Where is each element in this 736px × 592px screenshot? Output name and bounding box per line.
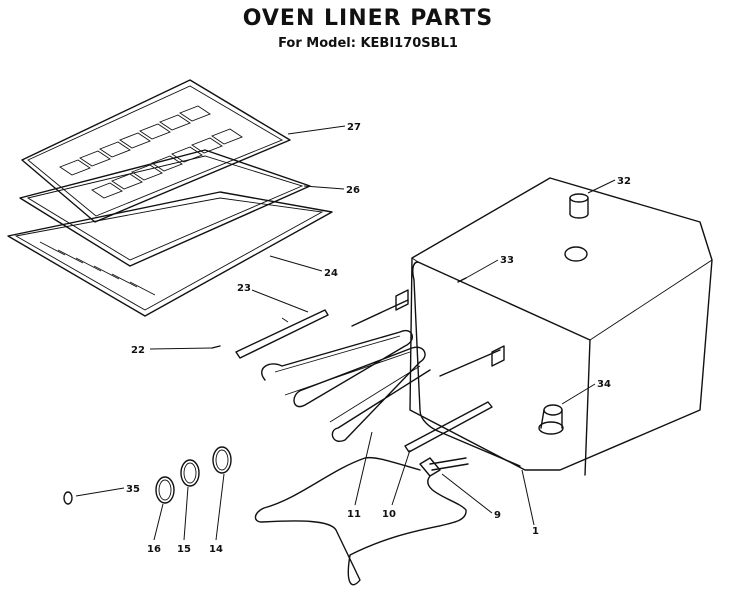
callout-33: 33 xyxy=(500,255,514,266)
callout-35: 35 xyxy=(126,484,140,495)
part-22-screw xyxy=(211,345,221,349)
callout-24: 24 xyxy=(324,268,338,279)
vent-hole xyxy=(564,246,588,262)
part-14-ring xyxy=(212,446,232,474)
callout-32: 32 xyxy=(617,176,631,187)
part-16-ring xyxy=(155,476,175,504)
part-35-grommet xyxy=(63,491,73,505)
part-23-bracket xyxy=(235,309,329,359)
part-33-clip xyxy=(457,277,467,283)
part-11-broil-element xyxy=(261,289,505,442)
callout-16: 16 xyxy=(147,544,161,555)
part-24-rack xyxy=(7,191,333,317)
part-10-bracket xyxy=(404,401,493,453)
callout-26: 26 xyxy=(346,185,360,196)
callout-9: 9 xyxy=(494,510,501,521)
callout-22: 22 xyxy=(131,345,145,356)
part-15-ring xyxy=(180,459,200,487)
model-subtitle: For Model: KEBI170SBL1 xyxy=(278,36,458,51)
part-32-fitting xyxy=(569,193,589,219)
callout-11: 11 xyxy=(347,509,361,520)
part-27-top-panel xyxy=(21,79,291,223)
part-9-bake-element xyxy=(254,456,469,586)
callout-27: 27 xyxy=(347,122,361,133)
callout-labels: 27 26 24 23 22 32 33 34 35 16 15 14 11 1… xyxy=(126,122,631,555)
part-34-vent xyxy=(538,404,564,435)
leader-lines xyxy=(75,125,616,541)
callout-15: 15 xyxy=(177,544,191,555)
diagram-title: OVEN LINER PARTS xyxy=(242,6,494,31)
callout-10: 10 xyxy=(382,509,396,520)
callout-14: 14 xyxy=(209,544,223,555)
callout-1: 1 xyxy=(532,526,539,537)
callout-23: 23 xyxy=(237,283,251,294)
part-1-oven-liner xyxy=(409,177,713,476)
callout-34: 34 xyxy=(597,379,611,390)
